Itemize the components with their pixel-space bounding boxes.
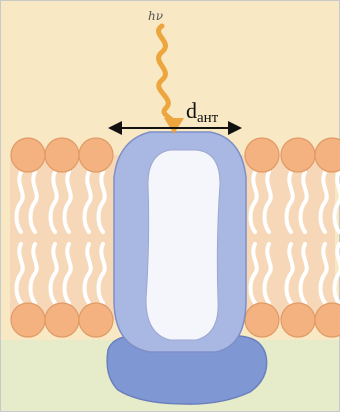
lipid-head [11, 138, 45, 172]
lipid-head [281, 303, 315, 337]
lipid-head [45, 303, 79, 337]
lipid-head [245, 303, 279, 337]
lipid-head [11, 303, 45, 337]
lipid-head [45, 138, 79, 172]
lipid-head [281, 138, 315, 172]
lipid-head [79, 138, 113, 172]
lipid-head [79, 303, 113, 337]
photon-label: hν [148, 9, 163, 23]
protein-antenna-inner [146, 150, 220, 340]
lipid-head [245, 138, 279, 172]
